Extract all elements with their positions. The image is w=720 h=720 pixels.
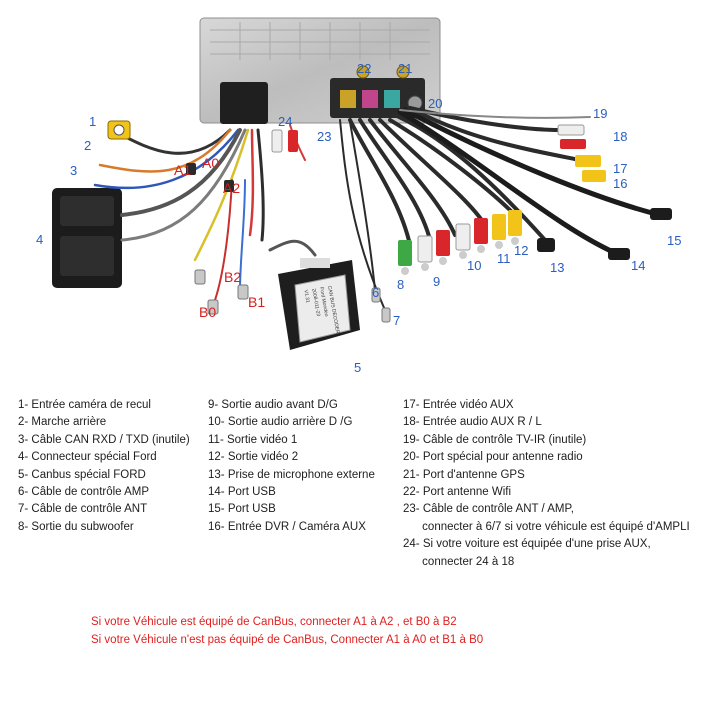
callout-14: 14 bbox=[631, 258, 645, 273]
rca-plugs-group bbox=[186, 124, 672, 323]
callout-1: 1 bbox=[89, 114, 96, 129]
canbus-decoder-box: CAN BUS DECODER Ford Mondeo 2008-011-23 … bbox=[278, 258, 360, 350]
callout-11: 11 bbox=[497, 251, 511, 266]
callout-23: 23 bbox=[317, 129, 331, 144]
callout-18: 18 bbox=[613, 129, 627, 144]
legend-column-1: 1- Entrée caméra de recul 2- Marche arri… bbox=[18, 397, 190, 536]
legend-item: connecter 24 à 18 bbox=[403, 555, 515, 568]
canbus-box-line2: Ford Mondeo bbox=[318, 287, 329, 318]
callout-9: 9 bbox=[433, 274, 440, 289]
head-unit-chassis bbox=[199, 17, 441, 124]
legend-item: 24- Si votre voiture est équipée d'une p… bbox=[403, 538, 651, 551]
callout-17: 17 bbox=[613, 161, 627, 176]
legend-item: 11- Sortie vidéo 1 bbox=[208, 433, 298, 446]
callout-24: 24 bbox=[278, 114, 292, 129]
legend-item: 18- Entrée audio AUX R / L bbox=[403, 416, 542, 429]
canbus-instructions: Si votre Véhicule est équipé de CanBus, … bbox=[91, 613, 483, 649]
legend-item: 17- Entrée vidéo AUX bbox=[403, 399, 514, 411]
callout-labels: 1 2 3 4 5 6 7 8 9 10 11 12 13 14 15 16 1… bbox=[36, 61, 681, 375]
camera-input-rca bbox=[107, 120, 131, 140]
legend-item: 14- Port USB bbox=[208, 486, 276, 499]
left-wire-bundle bbox=[93, 128, 317, 301]
callout-19: 19 bbox=[593, 106, 607, 121]
callout-12: 12 bbox=[514, 243, 528, 258]
callout-a2: A2 bbox=[223, 180, 240, 196]
callout-b2: B2 bbox=[224, 269, 241, 285]
legend-item: 12- Sortie vidéo 2 bbox=[208, 451, 299, 464]
legend-item: 21- Port d'antenne GPS bbox=[403, 468, 525, 481]
callout-6: 6 bbox=[372, 285, 379, 300]
callout-20: 20 bbox=[428, 96, 442, 111]
legend-item: 2- Marche arrière bbox=[18, 416, 107, 429]
legend-item: 23- Câble de contrôle ANT / AMP, bbox=[403, 503, 574, 516]
callout-4: 4 bbox=[36, 232, 43, 247]
callout-3: 3 bbox=[70, 163, 77, 178]
canbus-note-2: Si votre Véhicule n'est pas équipé de Ca… bbox=[91, 634, 484, 646]
legend-item: 6- Câble de contrôle AMP bbox=[18, 486, 150, 499]
callout-8: 8 bbox=[397, 277, 404, 292]
legend-item: 8- Sortie du subwoofer bbox=[18, 520, 134, 533]
legend-item: 16- Entrée DVR / Caméra AUX bbox=[208, 520, 366, 533]
callout-22: 22 bbox=[357, 61, 371, 76]
callout-16: 16 bbox=[613, 176, 627, 191]
canbus-note-1: Si votre Véhicule est équipé de CanBus, … bbox=[91, 616, 457, 628]
legend-item: 22- Port antenne Wifi bbox=[403, 486, 512, 499]
wiring-harness-diagram: CAN BUS DECODER Ford Mondeo 2008-011-23 … bbox=[36, 17, 681, 375]
callout-21: 21 bbox=[398, 61, 412, 76]
callout-2: 2 bbox=[84, 138, 91, 153]
callout-a0: A0 bbox=[202, 155, 219, 171]
callout-b0: B0 bbox=[199, 304, 216, 320]
legend-item: 7- Câble de contrôle ANT bbox=[18, 503, 148, 516]
callout-5: 5 bbox=[354, 360, 361, 375]
legend-item: 5- Canbus spécial FORD bbox=[18, 468, 146, 481]
callout-13: 13 bbox=[550, 260, 564, 275]
legend-item: 9- Sortie audio avant D/G bbox=[208, 399, 338, 411]
legend-item: 15- Port USB bbox=[208, 503, 276, 516]
legend-item: 19- Câble de contrôle TV-IR (inutile) bbox=[403, 433, 587, 446]
legend-item: 1- Entrée caméra de recul bbox=[18, 399, 151, 411]
canbus-box-line4: V1.31 bbox=[302, 289, 310, 303]
canbus-box-line3: 2008-011-23 bbox=[310, 288, 321, 317]
right-wire-bundle bbox=[289, 106, 663, 311]
legend-column-3: 17- Entrée vidéo AUX 18- Entrée audio AU… bbox=[403, 397, 690, 571]
legend-item: 20- Port spécial pour antenne radio bbox=[403, 451, 583, 464]
legend-item: 4- Connecteur spécial Ford bbox=[18, 451, 157, 464]
callout-a1: A1 bbox=[174, 162, 191, 178]
legend-item: 13- Prise de microphone externe bbox=[208, 468, 375, 481]
ford-connector bbox=[52, 188, 122, 288]
callout-15: 15 bbox=[667, 233, 681, 248]
legend-column-2: 9- Sortie audio avant D/G 10- Sortie aud… bbox=[208, 397, 375, 536]
legend-item: connecter à 6/7 si votre véhicule est éq… bbox=[403, 520, 690, 533]
legend-item: 3- Câble CAN RXD / TXD (inutile) bbox=[18, 433, 190, 446]
legend-item: 10- Sortie audio arrière D /G bbox=[208, 416, 353, 429]
callout-10: 10 bbox=[467, 258, 481, 273]
callout-b1: B1 bbox=[248, 294, 265, 310]
callout-7: 7 bbox=[393, 313, 400, 328]
